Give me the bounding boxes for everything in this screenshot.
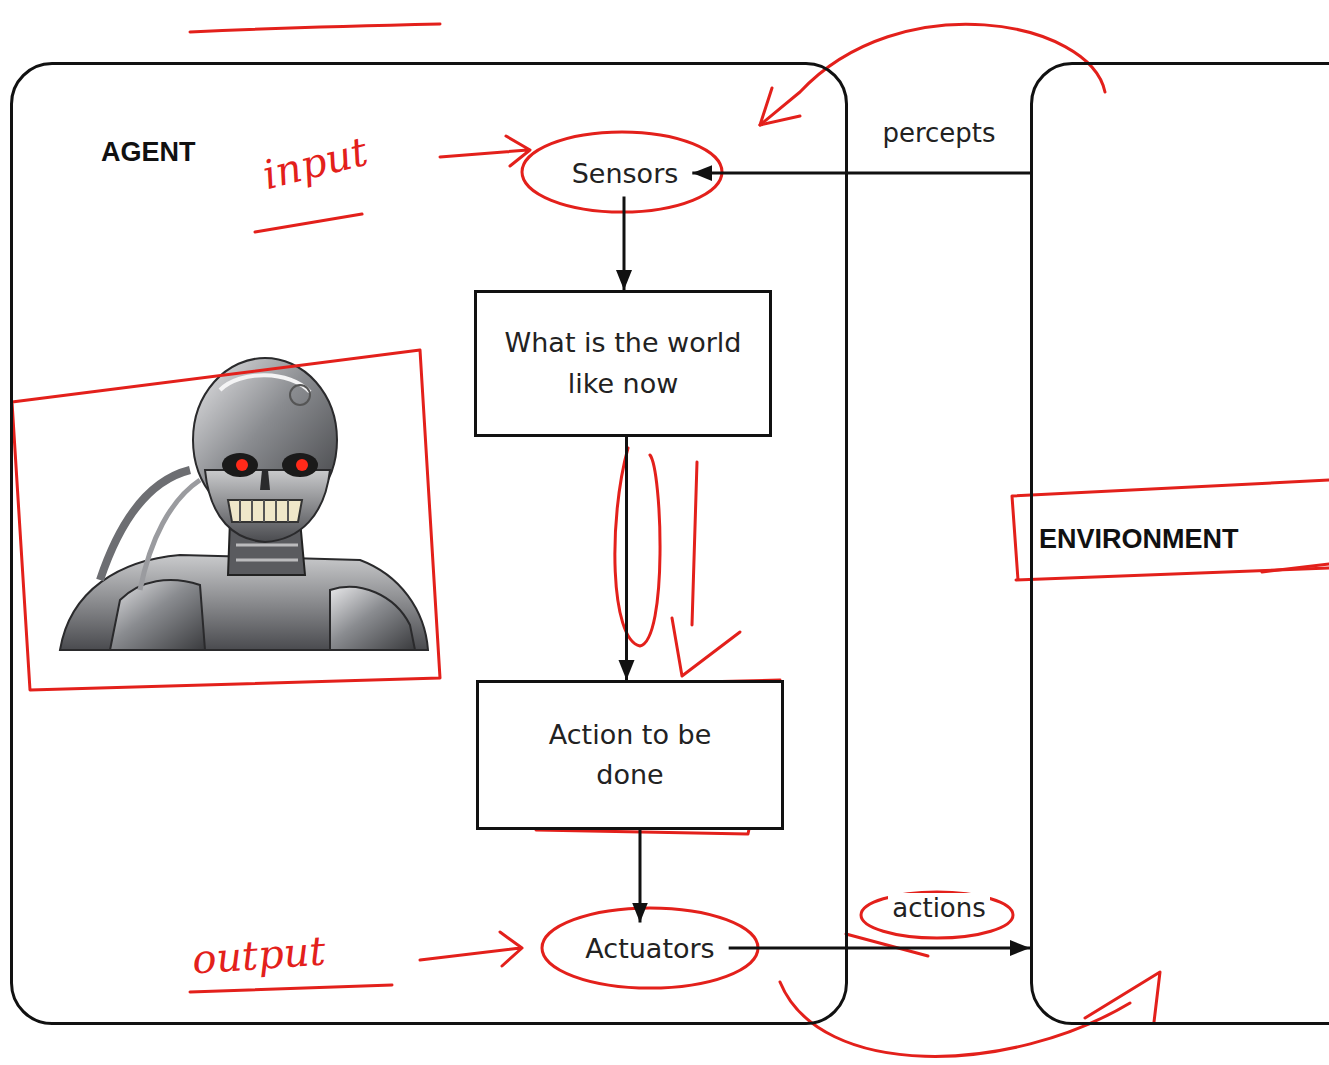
node-text: Actuators <box>585 933 714 964</box>
region-title: ENVIRONMENT <box>1039 524 1239 555</box>
edge-label: percepts <box>878 118 999 148</box>
process-box: Action to be done <box>476 680 784 830</box>
connector-arrow <box>625 437 628 680</box>
process-box: What is the world like now <box>474 290 772 437</box>
connector-arrow <box>729 947 1030 950</box>
node-text: What is the world like now <box>503 323 743 404</box>
edge-label: actions <box>888 893 990 923</box>
red-annotations <box>12 24 1329 1056</box>
node-text: Action to be done <box>540 715 720 796</box>
actuator-label: Actuators <box>577 929 722 968</box>
region-title: AGENT <box>101 137 196 168</box>
robot-illustration <box>60 358 428 650</box>
agent-region: AGENT SensorsWhat is the world like nowAc… <box>10 62 848 1025</box>
connector-arrow <box>692 172 1030 175</box>
handwritten-note: input <box>258 128 372 198</box>
handwritten-note: output <box>191 927 327 982</box>
node-text: Sensors <box>572 158 679 189</box>
connector-arrow <box>623 197 626 291</box>
connector-arrow <box>638 830 641 923</box>
sensor-label: Sensors <box>564 154 687 193</box>
environment-region: ENVIRONMENT <box>1030 62 1329 1025</box>
